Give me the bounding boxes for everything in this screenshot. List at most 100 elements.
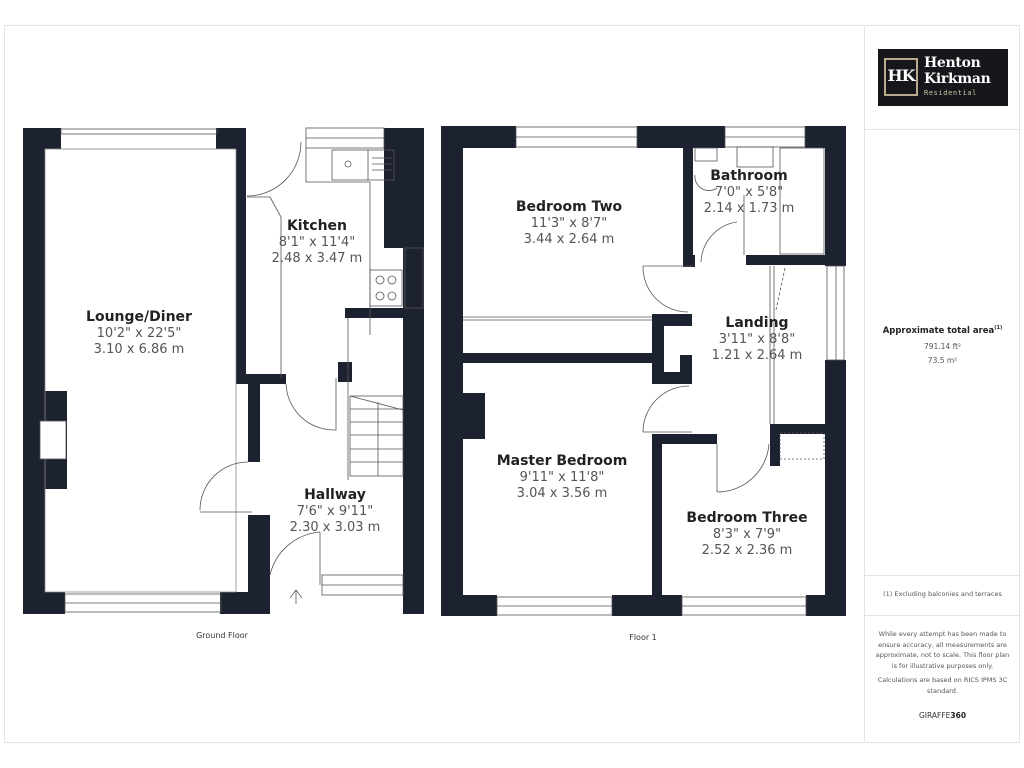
kitchen-sink [331, 149, 395, 181]
airing-cupboard-top [770, 424, 828, 434]
landing-cupboard-east [680, 355, 692, 384]
stair-wall-stub [338, 362, 352, 382]
disclaimer-cell: While every attempt has been made to ens… [865, 615, 1020, 742]
master-door-swing [642, 385, 690, 433]
kitchen-side-window [404, 247, 424, 309]
stair-direction [775, 267, 786, 311]
toilet [694, 174, 718, 191]
area-title: Approximate total area(1) [865, 325, 1020, 336]
calculation-note: Calculations are based on RICS IPMS 3C s… [877, 676, 1008, 695]
first-floor-plan [441, 126, 846, 616]
bathroom-south-wall [746, 255, 827, 265]
room-dim-metric: 2.14 x 1.73 m [703, 201, 795, 216]
room-dim-metric: 3.44 x 2.64 m [523, 232, 615, 247]
room-label-bedroom-three: Bedroom Three 8'3" x 7'9" 2.52 x 2.36 m [686, 510, 807, 559]
room-name: Bedroom Two [515, 199, 623, 215]
room-label-master-bedroom: Master Bedroom 9'11" x 11'8" 3.04 x 3.56… [497, 453, 628, 502]
agency-name-line2: Kirkman [924, 71, 991, 87]
bed2-door-swing [642, 265, 689, 313]
exclusion-note-cell: (1) Excluding balconies and terraces [865, 575, 1020, 616]
lounge-kitchen-wall [236, 128, 246, 380]
ff-nw-corner [441, 126, 516, 148]
east-wall [403, 128, 424, 614]
bed3-north-wall [652, 434, 717, 444]
area-sq-m: 73.5 m² [927, 356, 958, 365]
room-dim-imperial: 7'6" x 9'11" [296, 504, 374, 519]
logo-cell: HK Henton Kirkman Residential [865, 25, 1020, 130]
entrance-arrow-icon [289, 589, 303, 604]
room-dim-imperial: 8'3" x 7'9" [712, 527, 782, 542]
brand-prefix: GIRAFFE [918, 711, 951, 720]
room-dim-metric: 2.30 x 3.03 m [289, 520, 381, 535]
room-label-bedroom-two: Bedroom Two 11'3" x 8'7" 3.44 x 2.64 m [516, 199, 622, 248]
room-label-lounge-diner: Lounge/Diner 10'2" x 22'5" 3.10 x 6.86 m [86, 309, 192, 358]
info-sidebar: HK Henton Kirkman Residential Approximat… [864, 25, 1020, 743]
kitchen-unit-line [247, 196, 282, 378]
agency-name: Henton Kirkman [924, 55, 991, 87]
room-label-hallway: Hallway 7'6" x 9'11" 2.30 x 3.03 m [290, 487, 381, 536]
room-name: Landing [725, 315, 789, 331]
bed3-west-wall [652, 434, 662, 616]
agency-subtitle: Residential [924, 89, 977, 97]
room-name: Kitchen [286, 218, 348, 234]
kitchen-door-swing [246, 141, 302, 197]
lounge-west-wall [23, 128, 45, 614]
lounge-outline [44, 148, 237, 593]
kitchen-counter [305, 148, 371, 335]
bathroom-door-swing [700, 221, 738, 263]
ff-se-corner [806, 595, 846, 616]
ff-east-wall-bottom [825, 360, 846, 616]
floor-label-first: Floor 1 [629, 633, 657, 642]
room-name: Bathroom [710, 168, 788, 184]
kitchen-south-wall [236, 374, 286, 384]
room-dim-imperial: 3'11" x 8'8" [718, 332, 796, 347]
fireplace [39, 420, 67, 460]
room-dim-metric: 2.52 x 2.36 m [701, 543, 793, 558]
monogram-icon: HK [884, 58, 918, 96]
ff-north-wall-mid [637, 126, 725, 148]
bathroom-west-wall [683, 146, 693, 266]
room-label-kitchen: Kitchen 8'1" x 11'4" 2.48 x 3.47 m [272, 218, 363, 267]
bathroom-basin [736, 146, 774, 168]
room-dim-metric: 3.10 x 6.86 m [93, 342, 185, 357]
lounge-hall-wall [248, 378, 260, 462]
room-name: Lounge/Diner [86, 309, 192, 325]
master-chimney [463, 393, 485, 439]
ff-east-wall-top [825, 126, 846, 266]
exclusion-note: (1) Excluding balconies and terraces [883, 590, 1002, 598]
room-dim-imperial: 8'1" x 11'4" [278, 235, 356, 250]
agency-name-line1: Henton [924, 55, 981, 71]
giraffe360-brand: GIRAFFE360 [865, 711, 1020, 720]
total-area-cell: Approximate total area(1) 791.14 ft² 73.… [865, 129, 1020, 576]
room-label-bathroom: Bathroom 7'0" x 5'8" 2.14 x 1.73 m [704, 168, 795, 217]
lounge-nw-corner [23, 128, 61, 149]
disclaimer-text: While every attempt has been made to ens… [875, 630, 1010, 670]
bedrooms-dividing-wall [463, 353, 653, 363]
room-dim-imperial: 9'11" x 11'8" [519, 470, 605, 485]
bath-tub [779, 147, 825, 255]
ff-south-wall-mid [612, 595, 682, 616]
landing-window [826, 265, 845, 361]
lounge-sw-corner [23, 592, 65, 614]
brand-suffix: 360 [950, 711, 967, 720]
ff-west-wall [441, 126, 463, 616]
airing-cupboard-tank [779, 432, 825, 460]
first-floor-fixtures [463, 126, 845, 616]
ground-floor-plan [23, 128, 424, 614]
ff-sw-corner [441, 595, 497, 616]
area-title-text: Approximate total area [882, 325, 995, 336]
lounge-window-north [60, 128, 218, 135]
lounge-door-swing [199, 461, 249, 511]
room-dim-imperial: 10'2" x 22'5" [96, 326, 182, 341]
room-name: Hallway [304, 487, 366, 503]
floor-label-ground: Ground Floor [196, 631, 248, 640]
landing-cupboard-west [652, 314, 664, 382]
bathroom-sw-stub [683, 255, 695, 267]
room-dim-imperial: 7'0" x 5'8" [714, 185, 784, 200]
toilet-cistern [694, 147, 718, 162]
bed3-door-swing [716, 443, 770, 493]
hallway-west-wall [248, 515, 270, 614]
monogram-text: HK [887, 66, 915, 85]
area-footnote-marker: (1) [994, 325, 1003, 331]
